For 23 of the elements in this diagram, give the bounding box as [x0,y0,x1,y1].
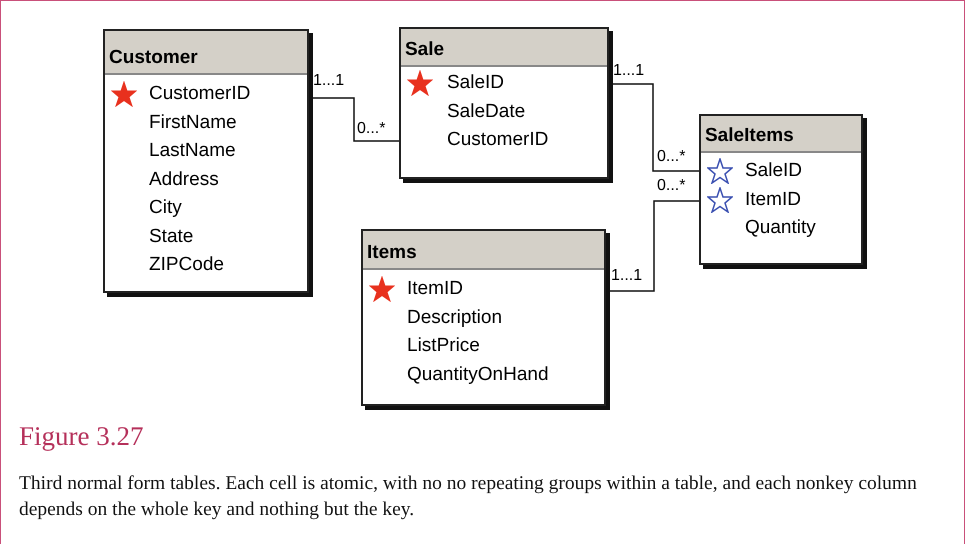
column-name: State [149,226,194,248]
table-header: Items [363,231,604,270]
column-name: QuantityOnHand [407,364,549,386]
column-name: LastName [149,140,236,162]
column-name: SaleID [745,160,802,182]
column-name: CustomerID [149,83,250,105]
column-name: CustomerID [447,129,548,151]
column-name: City [149,197,182,219]
table-header: Customer [105,31,307,75]
column-name: ItemID [407,278,463,300]
column-name: ZIPCode [149,254,224,276]
figure-title: Figure 3.27 [19,421,144,452]
column-name: ItemID [745,188,801,210]
column-name: SaleID [447,72,504,94]
column-name: Quantity [745,217,816,239]
column-name: FirstName [149,112,237,134]
figure-caption: Third normal form tables. Each cell is atomic, with no no repeating groups within a table, and each nonkey column depends on the whole key and nothing but the key. [19,472,918,522]
column-name: ListPrice [407,335,480,357]
column-name: SaleDate [447,100,526,122]
table-header: SaleItems [701,116,861,153]
table-header: Sale [401,29,607,67]
column-name: Description [407,306,502,328]
column-name: Address [149,168,219,190]
